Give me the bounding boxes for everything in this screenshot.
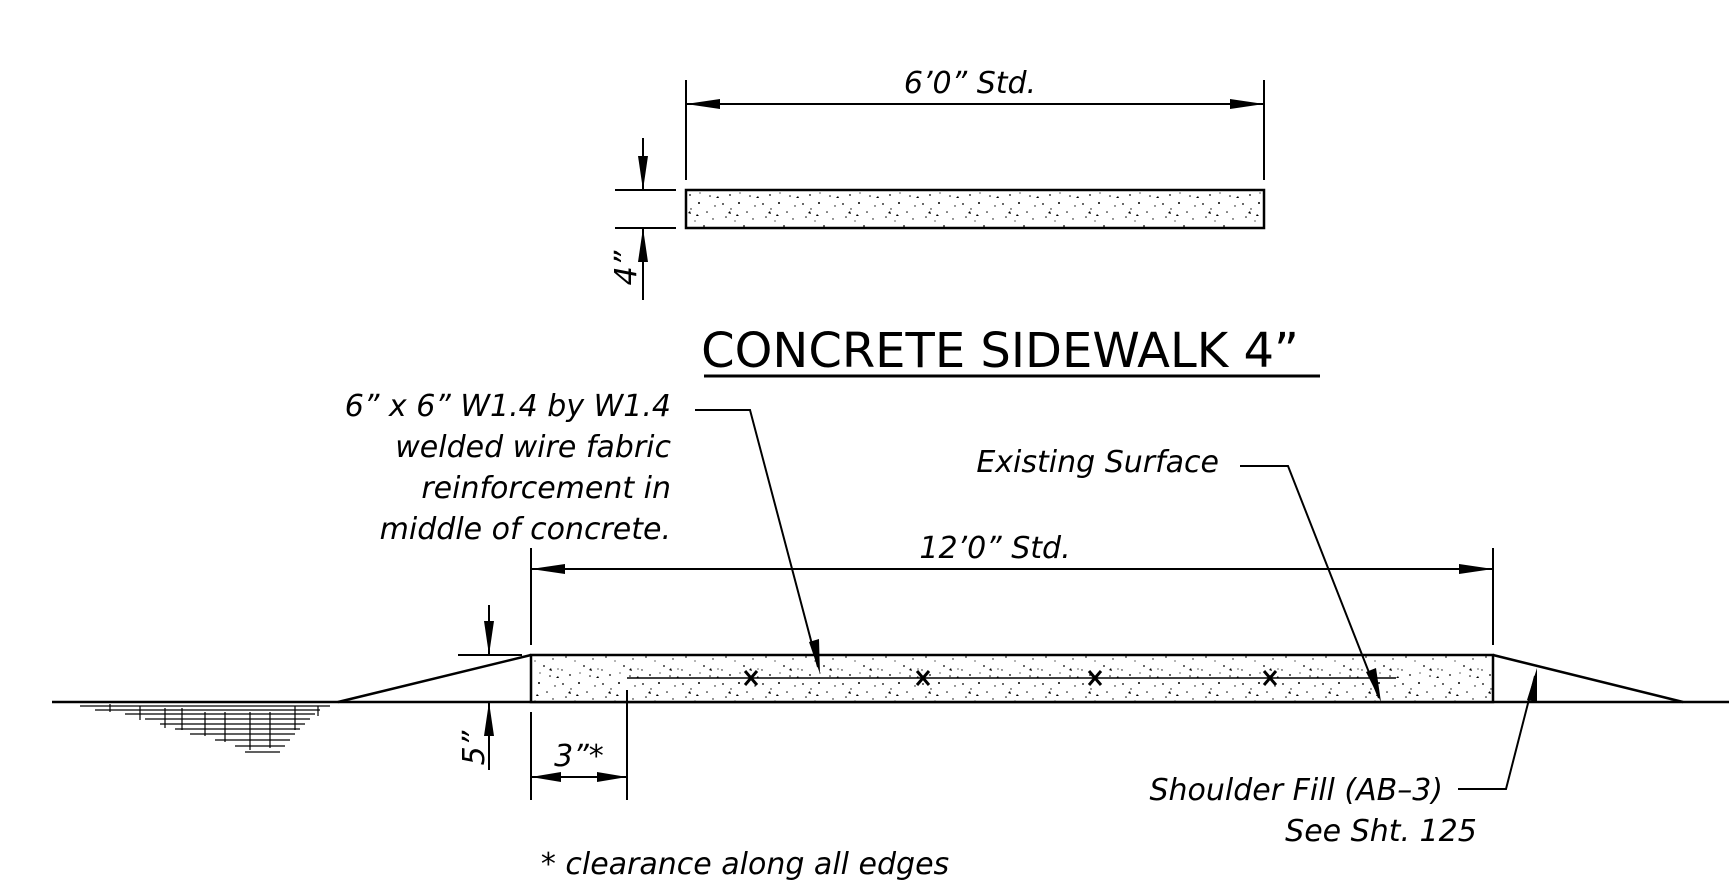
- existing-surface-leader: [1240, 465, 1380, 699]
- arrowhead: [531, 564, 565, 574]
- arrowhead: [597, 772, 627, 782]
- shoulder-fill-callout: Shoulder Fill (AB–3) See Sht. 125: [1149, 668, 1537, 849]
- arrowhead: [1366, 668, 1381, 702]
- drawing-title-group: CONCRETE SIDEWALK 4”: [701, 323, 1320, 379]
- wire-crossings: [743, 670, 1278, 686]
- arrowhead: [809, 639, 820, 674]
- clearance-dim-label: 3”*: [554, 739, 604, 774]
- wire-note-line-3: reinforcement in: [421, 471, 671, 506]
- existing-surface-label: Existing Surface: [976, 445, 1219, 480]
- existing-ground-hatch: [80, 704, 330, 753]
- top-width-dim-label: 6’0” Std.: [904, 66, 1036, 101]
- arrowhead: [638, 156, 648, 190]
- drawing-title: CONCRETE SIDEWALK 4”: [701, 323, 1299, 379]
- arrowhead: [638, 228, 648, 262]
- arrowhead: [1527, 668, 1537, 702]
- wire-note-line-1: 6” x 6” W1.4 by W1.4: [345, 389, 671, 424]
- wire-cross-mark: [1087, 670, 1103, 686]
- top-sidewalk-section: 6’0” Std. 4”: [609, 66, 1266, 300]
- arrowhead: [484, 621, 494, 655]
- bottom-sidewalk-section: 12’0” Std. 5” 3”*: [52, 531, 1729, 800]
- shoulder-note-line-1: Shoulder Fill (AB–3): [1149, 773, 1443, 808]
- arrowhead: [531, 772, 561, 782]
- arrowhead: [1230, 99, 1264, 109]
- shoulder-leader: [1458, 675, 1536, 790]
- arrowhead: [484, 702, 494, 736]
- top-thickness-dim-label: 4”: [609, 250, 644, 285]
- wire-cross-mark: [1262, 670, 1278, 686]
- wire-leader-line: [695, 409, 819, 668]
- right-shoulder-slope: [1492, 653, 1684, 704]
- wire-note-line-2: welded wire fabric: [395, 430, 671, 465]
- wire-fabric-callout: 6” x 6” W1.4 by W1.4 welded wire fabric …: [345, 389, 820, 674]
- bottom-thickness-dim-label: 5”: [457, 730, 492, 765]
- wire-note-line-4: middle of concrete.: [380, 512, 671, 547]
- existing-surface-callout: Existing Surface: [976, 445, 1381, 702]
- top-concrete-slab: [684, 188, 1266, 230]
- wire-cross-mark: [743, 670, 759, 686]
- shoulder-note-line-2: See Sht. 125: [1285, 814, 1477, 849]
- clearance-footnote: * clearance along all edges: [541, 847, 949, 882]
- arrowhead: [686, 99, 720, 109]
- left-shoulder-slope: [337, 653, 532, 704]
- arrowhead: [1459, 564, 1493, 574]
- bottom-width-dim-label: 12’0” Std.: [919, 531, 1070, 566]
- wire-cross-mark: [915, 670, 931, 686]
